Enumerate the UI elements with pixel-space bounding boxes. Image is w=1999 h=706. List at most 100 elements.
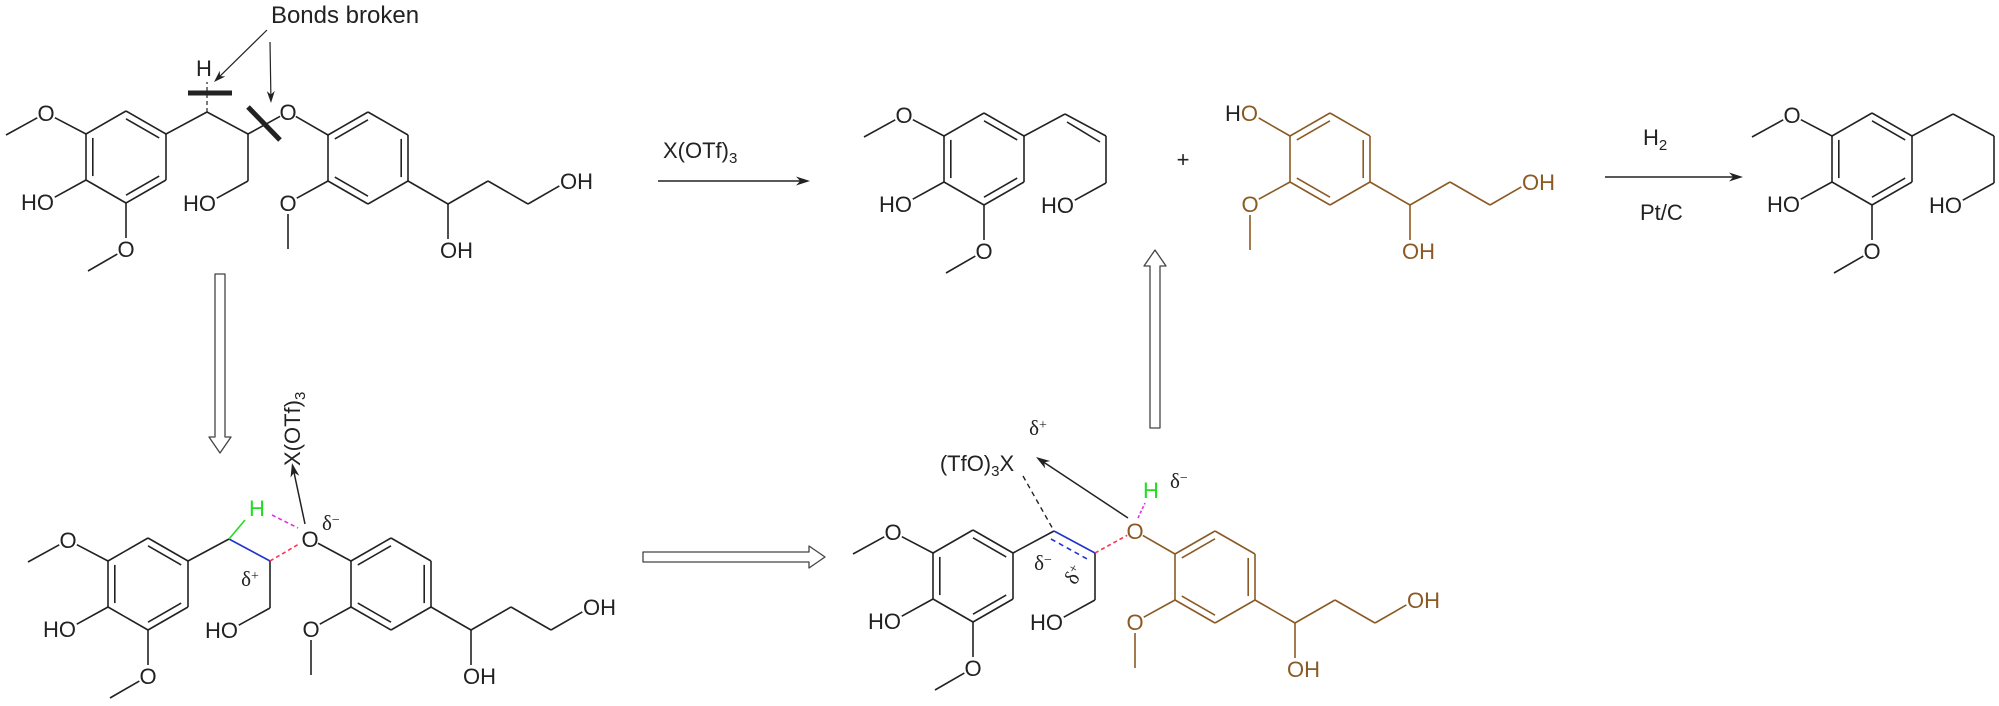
cbeta-o-interaction [269,543,300,562]
partial-charge-label-part: δ [1034,551,1044,575]
ring-bond [943,181,985,206]
methyl-bond [852,536,885,555]
hydrogen-label: H [249,496,265,521]
ring-bond [972,529,1014,554]
ring-bond [390,606,432,631]
hydroxyl-label-part: HO [1041,193,1074,218]
ring-bond [1289,112,1331,137]
partial-charge-label: δ+ [1059,561,1089,589]
coordination-arrow-head [290,463,300,478]
annotation-arrow [217,29,268,79]
ring-double-bond [334,119,369,140]
partial-charge-label-part: + [1039,418,1047,433]
oxygen-label-part: O [975,239,992,264]
ring-bond [1174,599,1216,624]
hydroxyl-label-part: OH [1287,657,1320,682]
bond [1952,113,1995,137]
step2-reagent-h2: H2 [1643,125,1667,154]
hydroxyl-label-part: HO [1767,192,1800,217]
bond [1409,181,1451,206]
methyl-bond [5,117,38,136]
ring-double-bond [125,175,160,196]
hydroxyl-label: OH [1407,588,1440,613]
ring-bond [367,180,409,205]
ring-bond [972,598,1014,623]
step2-reagent-h2-part: 2 [1659,137,1667,154]
oxygen-label-part: O [279,191,296,216]
ring-bond [85,179,127,204]
hydroxyl-label-part: HO [205,618,238,643]
ring-bond [1831,112,1873,137]
hydrogen-label-part: H [196,56,212,81]
oxygen-label-part: O [1241,192,1258,217]
ring-double-bond [1871,177,1906,198]
bond [430,606,472,631]
ring-double-bond [1296,120,1331,141]
ring-double-bond [983,120,1018,141]
mechanism-arrow-up [1143,249,1167,429]
bond [550,611,583,631]
partial-charge-label-part: − [1044,553,1052,568]
oxygen-label-part: O [1863,239,1880,264]
hydroxyl-label: HO [183,191,216,216]
oxygen-label: O [59,528,76,553]
oxygen-label: O [1783,103,1800,128]
hydroxyl-label: OH [560,169,593,194]
bond [1074,182,1107,201]
oxygen-label-part: O [139,664,156,689]
ring-bond [125,110,167,135]
ring-double-bond [1181,595,1216,616]
ring-double-bond [1181,538,1216,559]
alkene-bond [1064,113,1107,137]
oxygen-label: O [1126,610,1143,635]
oxygen-label-part: O [895,103,912,128]
bond [1254,599,1296,624]
step1-reagent: X(OTf)3 [663,138,737,167]
lewis-acid-label-part: X [999,451,1014,476]
methyl-bond [945,255,976,274]
bonds-broken-annotation-part: Bonds broken [271,2,419,29]
hydrogen-label: H [1143,478,1159,503]
ring-double-bond [1871,120,1906,141]
ring-bond [932,598,974,623]
ring-bond [147,606,189,631]
hydroxyl-label: HO [1767,192,1800,217]
bond [407,180,449,205]
ring-bond [983,181,1025,206]
calpha-cbeta-bond [228,538,271,562]
bond [470,606,512,631]
partial-charge-label: δ− [322,511,340,535]
hydrogen-label: H [196,56,212,81]
oxygen-label: O [1241,192,1258,217]
oxygen-label: O [1126,519,1143,544]
methyl-bond [863,119,896,138]
lewis-acid-label-part: 3 [991,463,999,480]
broken-bond-mark [246,105,282,142]
bond [1294,599,1336,624]
hydroxyl-label-part: OH [583,595,616,620]
oxygen-label-part: O [1783,103,1800,128]
bond [1800,118,1833,137]
hydroxyl-label: HO [21,190,54,215]
hydroxyl-label-part: OH [440,238,473,263]
methyl-bond [1833,255,1864,274]
ring-bond [1329,112,1371,137]
coordination-arrow [1040,459,1129,519]
bond [901,598,934,617]
bond [1800,181,1833,200]
intermediate2-guaiacyl-unit: O OH OH [1126,530,1440,682]
bond [319,606,352,625]
hydroxyl-label: OH [440,238,473,263]
mechanism-arrow-right [642,545,826,569]
ring-double-bond [357,545,392,566]
oxygen-label-part: O [884,520,901,545]
calpha-cbeta-bond [1053,530,1096,554]
bond [447,180,489,205]
ring-bond [107,537,149,562]
plus-sign-part: + [1177,147,1190,172]
hydroxyl-label-part: OH [1402,239,1435,264]
annotation-arrow-head [214,70,226,82]
o-h-interaction [1137,502,1146,519]
cbeta-o-interaction [1094,534,1128,554]
